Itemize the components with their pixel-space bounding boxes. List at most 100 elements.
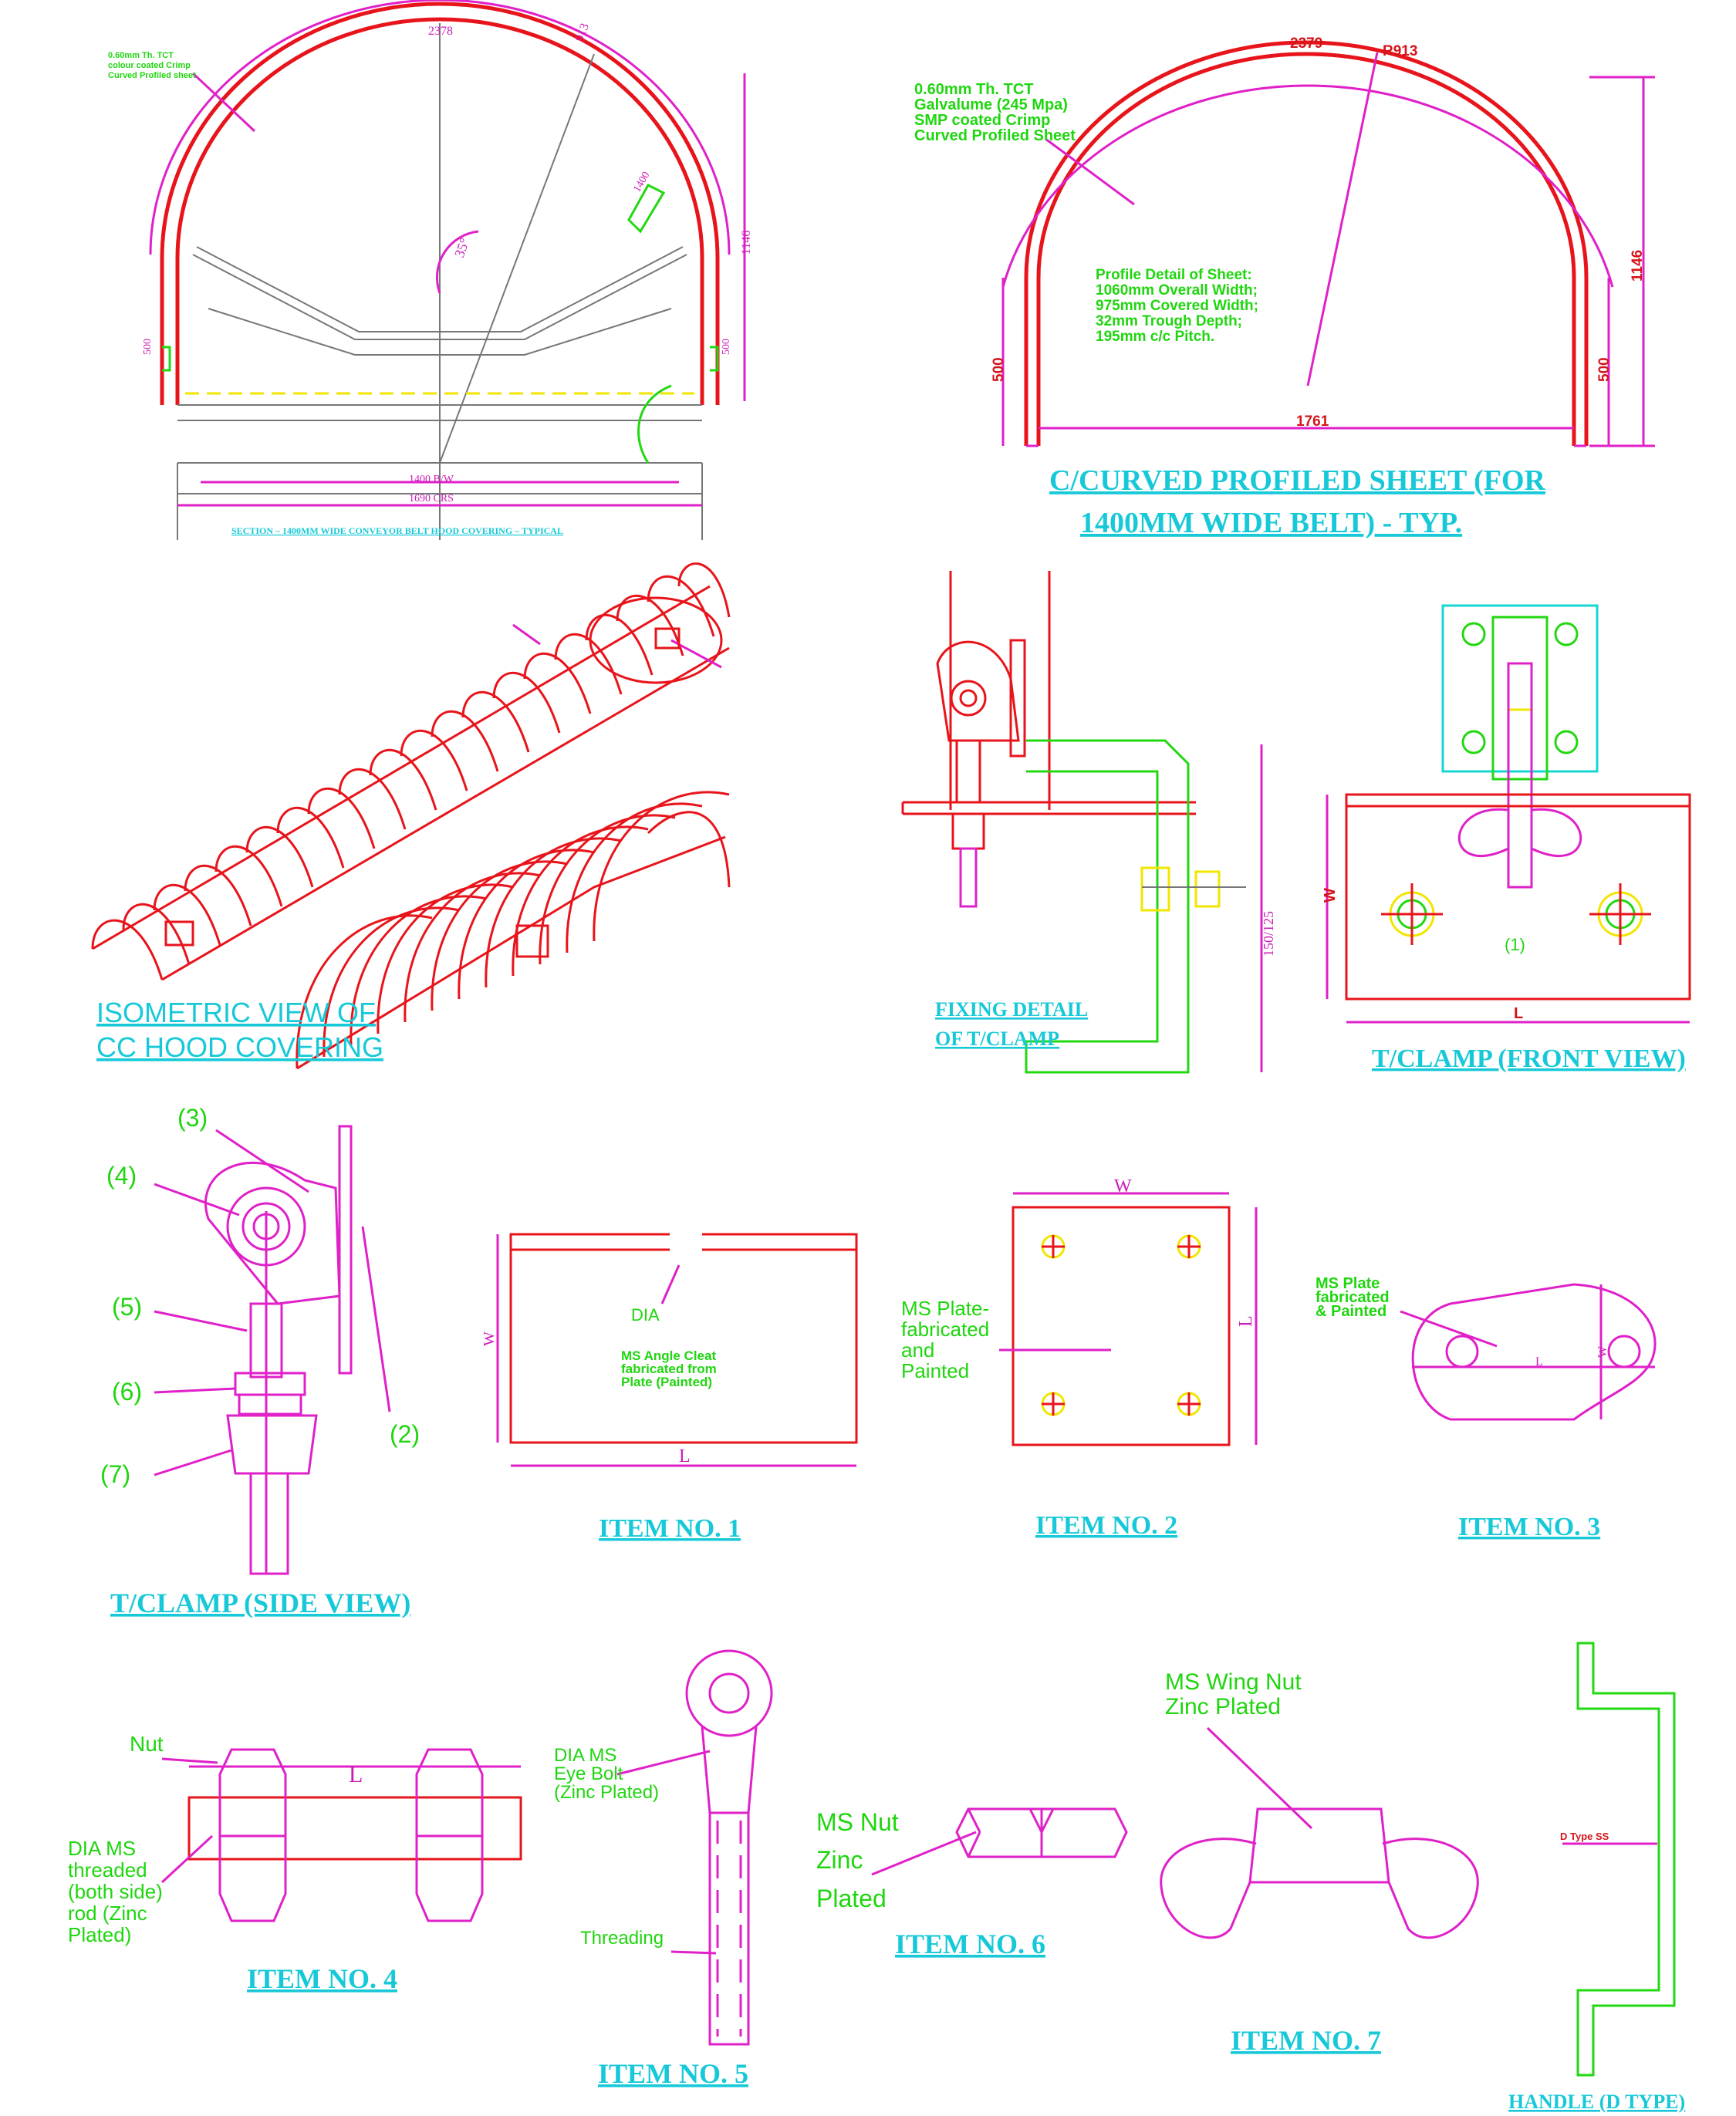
item-2: MS Plate- fabricated and Painted W L ITE… — [901, 1176, 1258, 1540]
sheet-profile-line: 975mm Covered Width; — [1096, 298, 1258, 314]
sheet-callout-line: 0.60mm Th. TCT — [914, 81, 1033, 98]
item1-desc-line: MS Angle Cleat — [621, 1348, 716, 1363]
item4-desc-line: (both side) — [68, 1880, 163, 1903]
item7-desc-line: MS Wing Nut — [1165, 1669, 1302, 1695]
handle-d-type: D Type SS HANDLE (D TYPE) — [1508, 1642, 1685, 2113]
sheet-dim-left: 500 — [991, 357, 1007, 382]
svg-text:MS Nut Zinc Plated: MS Nut Zinc Plated — [816, 1808, 906, 1912]
item6-desc-line: Zinc — [816, 1846, 863, 1874]
item-1: DIA MS Angle Cleat fabricated from Plate… — [481, 1231, 858, 1543]
item4-desc-line: threaded — [68, 1858, 147, 1881]
item6-desc-line: MS Nut — [816, 1808, 899, 1836]
side-item-6: (6) — [112, 1378, 142, 1406]
fixing-title-line1: FIXING DETAIL — [935, 998, 1088, 1021]
section-callout-line: colour coated Crimp — [108, 61, 191, 70]
item1-label-w: W — [481, 1331, 498, 1346]
front-label-w: W — [1322, 888, 1339, 903]
sheet-dim-width: 1761 — [1296, 413, 1329, 430]
svg-text:MS Plate fabricated: MS Plate fabricated & Painted — [1316, 1275, 1393, 1320]
item5-desc-line: (Zinc Plated) — [554, 1782, 659, 1803]
curved-sheet-view: 0.60mm Th. TCT Galvalume (245 Mpa) SMP c… — [914, 35, 1655, 539]
item1-desc-line: Plate (Painted) — [621, 1375, 712, 1389]
front-title: T/CLAMP (FRONT VIEW) — [1372, 1045, 1686, 1073]
sheet-dim-radius: R913 — [1383, 43, 1417, 59]
handle-title: HANDLE (D TYPE) — [1508, 2091, 1685, 2113]
item-3: MS Plate fabricated & Painted L W ITEM N… — [1316, 1275, 1657, 1541]
svg-text:Profile Detail of Sheet:: Profile Detail of Sheet: 1060mm Overall … — [1096, 267, 1262, 345]
idler-set — [177, 246, 703, 540]
section-dim-angle: 35° — [451, 236, 472, 260]
tclamp-front-view: W L (1) T/CLAMP (FRONT VIEW) — [1322, 604, 1691, 1073]
sheet-profile-line: Profile Detail of Sheet: — [1096, 267, 1252, 283]
item-6: MS Nut Zinc Plated ITEM NO. 6 — [816, 1807, 1128, 1959]
section-dim-radius: 913 — [573, 22, 592, 43]
front-label-l: L — [1514, 1005, 1523, 1022]
section-callout-line: 0.60mm Th. TCT — [108, 51, 174, 60]
sheet-callout-line: SMP coated Crimp — [914, 112, 1050, 129]
svg-text:DIA MS Eye Bolt (Z: DIA MS Eye Bolt (Zinc Plated) — [554, 1745, 659, 1803]
item4-label-l: L — [349, 1762, 363, 1787]
sheet-callout-line: Galvalume (245 Mpa) — [914, 96, 1068, 113]
item2-title: ITEM NO. 2 — [1035, 1511, 1177, 1540]
svg-text:0.60mm Th. TCT colour co: 0.60mm Th. TCT colour coated Crimp Curve… — [108, 51, 196, 80]
side-title: T/CLAMP (SIDE VIEW) — [110, 1588, 410, 1618]
item4-desc-line: Plated) — [68, 1923, 131, 1946]
item2-desc-line: fabricated — [901, 1318, 989, 1341]
item5-threading: Threading — [580, 1928, 664, 1949]
item2-desc-line: MS Plate- — [901, 1297, 989, 1320]
fixing-detail: 150/125 FIXING DETAIL OF T/CLAMP — [901, 571, 1276, 1074]
section-dim-inner: 1400 — [631, 170, 652, 194]
side-item-7: (7) — [100, 1460, 130, 1488]
sheet-title-line1: C/CURVED PROFILED SHEET (FOR — [1049, 464, 1546, 497]
item1-desc-line: fabricated from — [621, 1362, 717, 1376]
item3-title: ITEM NO. 3 — [1458, 1513, 1600, 1541]
svg-text:DIA MS threaded (b: DIA MS threaded (both side) rod (Zinc Pl… — [68, 1837, 168, 1946]
side-item-4: (4) — [106, 1162, 137, 1190]
sheet-dim-arc: 2379 — [1290, 35, 1322, 52]
sheet-title-line2: 1400MM WIDE BELT) - TYP. — [1080, 507, 1462, 539]
section-dim-left: 500 — [142, 339, 154, 355]
item3-label-w: W — [1596, 1345, 1609, 1358]
item5-title: ITEM NO. 5 — [598, 2058, 748, 2089]
item2-desc-line: Painted — [901, 1359, 969, 1382]
sheet-dim-right: 500 — [1596, 357, 1613, 382]
item2-label-w: W — [1114, 1176, 1132, 1196]
section-dim-right: 500 — [721, 339, 732, 355]
item5-desc-line: DIA MS — [554, 1745, 616, 1766]
sheet-profile-line: 195mm c/c Pitch. — [1096, 329, 1214, 345]
item1-title: ITEM NO. 1 — [599, 1514, 741, 1543]
item1-dia: DIA — [631, 1305, 660, 1325]
side-item-3: (3) — [177, 1104, 208, 1132]
item7-desc-line: Zinc Plated — [1165, 1694, 1281, 1719]
item6-desc-line: Plated — [816, 1885, 887, 1912]
item5-desc-line: Eye Bolt — [554, 1763, 623, 1784]
section-dim-height: 1146 — [740, 231, 753, 255]
item7-title: ITEM NO. 7 — [1231, 2025, 1381, 2056]
side-item-2: (2) — [390, 1420, 420, 1448]
section-dim-top: 2378 — [428, 25, 453, 38]
sheet-dim-height: 1146 — [1630, 250, 1646, 282]
iso-title-line2: CC HOOD COVERING — [96, 1031, 383, 1063]
item6-title: ITEM NO. 6 — [895, 1929, 1045, 1959]
section-caption: SECTION – 1400MM WIDE CONVEYOR BELT HOOD… — [231, 525, 563, 536]
tclamp-side-view: (3) (4) (5) (6) (7) (2) T/CLAMP (SIDE VI… — [100, 1104, 420, 1618]
section-view: 0.60mm Th. TCT colour coated Crimp Curve… — [108, 0, 753, 540]
item-5: DIA MS Eye Bolt (Zinc Plated) Threading … — [554, 1649, 773, 2089]
item-7: MS Wing Nut Zinc Plated ITEM NO. 7 — [1160, 1669, 1479, 2056]
svg-text:MS Angle Cleat fabricate: MS Angle Cleat fabricated from Plate (Pa… — [621, 1348, 720, 1389]
item4-title: ITEM NO. 4 — [247, 1963, 397, 1994]
iso-title-line1: ISOMETRIC VIEW OF — [96, 997, 376, 1028]
item3-desc-line: MS Plate — [1316, 1275, 1380, 1292]
section-callout-line: Curved Profiled sheet — [108, 71, 196, 80]
handle-note: D Type SS — [1560, 1831, 1609, 1842]
item2-desc-line: and — [901, 1338, 934, 1362]
svg-text:0.60mm Th. TCT Galvalume: 0.60mm Th. TCT Galvalume (245 Mpa) SMP c… — [914, 81, 1076, 144]
item2-label-l: L — [1236, 1315, 1256, 1327]
section-dim-crs: 1690 CRS — [409, 493, 454, 505]
fixing-title-line2: OF T/CLAMP — [935, 1028, 1059, 1050]
svg-text:MS Plate- fabricated: MS Plate- fabricated and Painted — [901, 1297, 995, 1382]
isometric-view: ISOMETRIC VIEW OF CC HOOD COVERING — [91, 562, 731, 1070]
item4-desc-line: DIA MS — [68, 1837, 136, 1860]
side-item-5: (5) — [112, 1293, 142, 1321]
